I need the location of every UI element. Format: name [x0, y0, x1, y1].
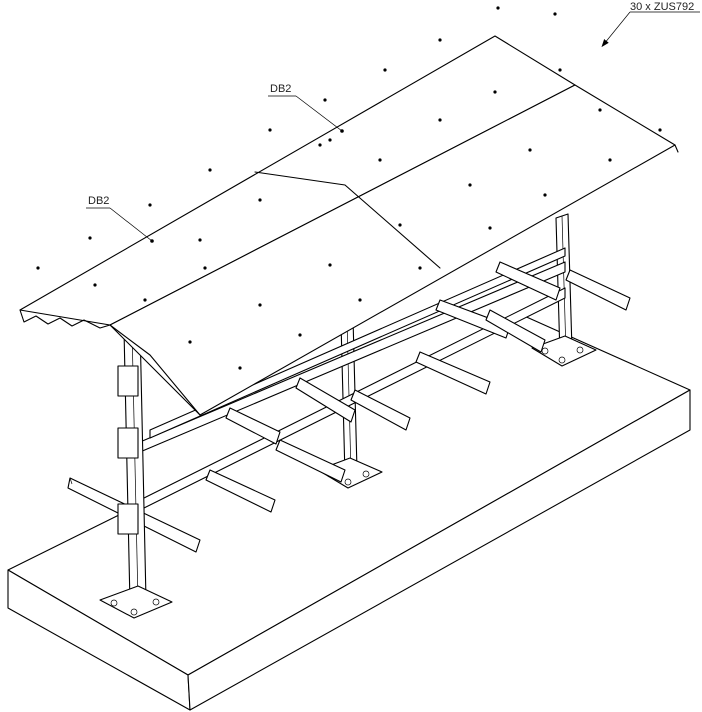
- callout-zus792-label: 30 x ZUS792: [630, 1, 694, 13]
- concrete-foundation: [7, 314, 691, 711]
- callout-db2-upper: DB2: [268, 83, 344, 133]
- callout-db2-upper-label: DB2: [270, 83, 291, 95]
- gable-roof: [19, 35, 679, 416]
- callout-db2-lower-label: DB2: [88, 195, 109, 207]
- cross-beams: [67, 261, 631, 553]
- roof-fasteners: [36, 6, 662, 370]
- callout-zus792: 30 x ZUS792: [601, 1, 700, 48]
- callout-db2-lower: DB2: [86, 195, 154, 243]
